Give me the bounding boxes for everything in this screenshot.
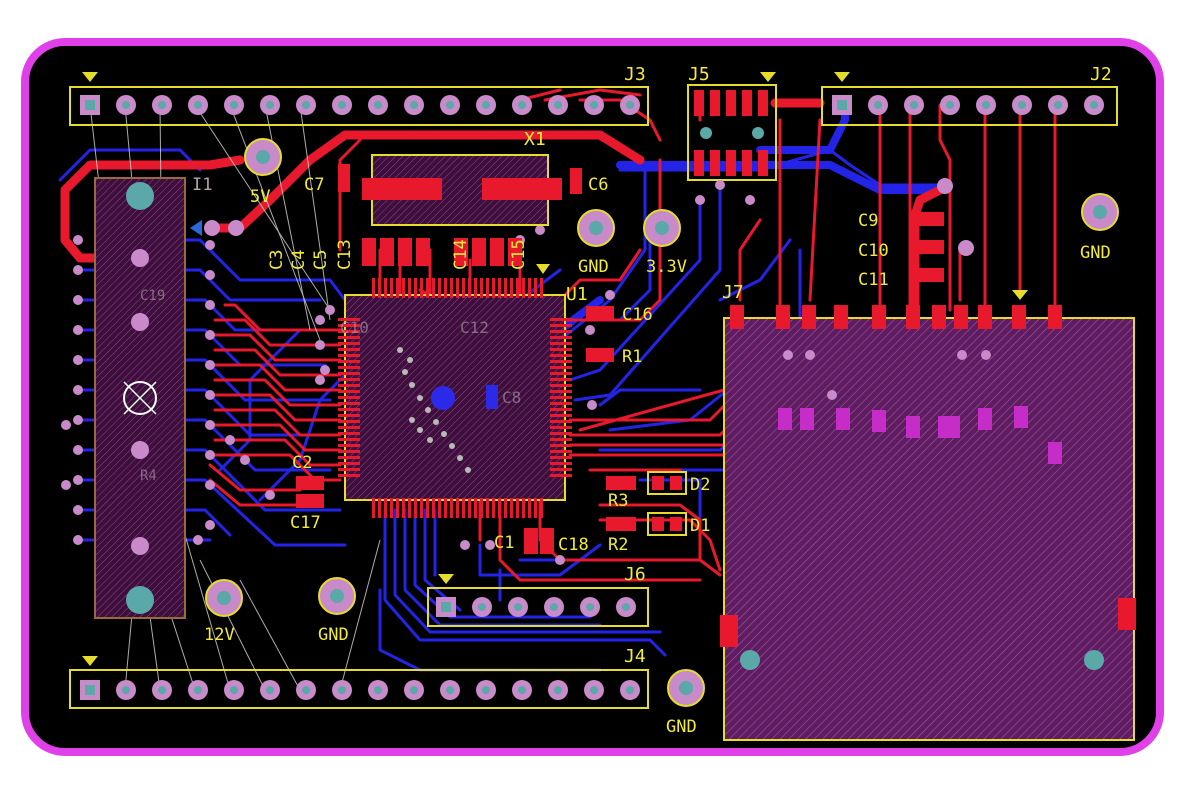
label-12v: 12V: [204, 625, 235, 645]
resistor-r3[interactable]: R3: [606, 476, 636, 511]
label-r2: R2: [608, 535, 628, 555]
label-i1: I1: [192, 175, 212, 195]
connector-j4[interactable]: J4: [69, 646, 649, 709]
led-d1[interactable]: D1: [647, 512, 710, 536]
cap-c9[interactable]: C9: [858, 211, 944, 231]
label-bottom-c12: C12: [460, 318, 489, 337]
label-bottom-c8: C8: [502, 388, 521, 407]
label-gnd-1: GND: [578, 257, 609, 277]
label-j7: J7: [722, 282, 744, 303]
label-bottom-c10: C10: [340, 318, 369, 337]
label-gnd-2: GND: [1080, 243, 1111, 263]
cap-c11[interactable]: C11: [858, 268, 944, 290]
label-u1: U1: [566, 284, 588, 305]
label-gnd-4: GND: [666, 717, 697, 737]
connector-j2[interactable]: J2: [821, 64, 1118, 126]
label-j5: J5: [688, 64, 710, 85]
label-d2: D2: [690, 475, 710, 495]
label-c9: C9: [858, 211, 878, 231]
testpoint-5v[interactable]: 5V: [244, 138, 282, 207]
connector-j6[interactable]: J6: [427, 564, 649, 627]
testpoint-3v3[interactable]: 3.3V: [643, 209, 687, 277]
mcu-u1[interactable]: U1: [338, 264, 588, 518]
crystal-x1[interactable]: X1: [362, 129, 562, 226]
label-c17: C17: [290, 513, 321, 533]
cap-row[interactable]: [362, 238, 522, 266]
label-j2: J2: [1090, 64, 1112, 85]
cap-c6[interactable]: C6: [570, 168, 608, 195]
cap-c7[interactable]: C7: [304, 164, 350, 195]
resistor-r1[interactable]: R1: [586, 347, 642, 367]
testpoint-gnd-4[interactable]: GND: [666, 669, 705, 737]
label-bottom-c19: C19: [140, 288, 165, 304]
label-j6: J6: [624, 564, 646, 585]
cap-c17[interactable]: C17: [290, 494, 324, 533]
label-5v: 5V: [250, 187, 270, 207]
cap-c18[interactable]: C18: [540, 528, 589, 555]
label-c13: C13: [335, 239, 355, 270]
cap-c1[interactable]: C1: [494, 528, 538, 554]
connector-j5[interactable]: J5: [687, 64, 777, 181]
label-c1: C1: [494, 533, 514, 553]
label-r1: R1: [622, 347, 642, 367]
label-gnd-3: GND: [318, 625, 349, 645]
label-c5: C5: [311, 250, 331, 270]
connector-j7[interactable]: J7: [720, 282, 1136, 741]
label-r3: R3: [608, 491, 628, 511]
label-bottom-r4: R4: [140, 468, 157, 484]
label-j3: J3: [624, 64, 646, 85]
label-c2: C2: [292, 453, 312, 473]
label-3v3: 3.3V: [646, 257, 687, 277]
label-d1: D1: [690, 516, 710, 536]
resistor-r2[interactable]: R2: [606, 517, 636, 555]
label-c15: C15: [509, 239, 529, 270]
label-c16: C16: [622, 305, 653, 325]
testpoint-gnd-2[interactable]: GND: [1080, 193, 1119, 263]
testpoint-12v[interactable]: 12V: [204, 579, 243, 645]
led-d2[interactable]: D2: [647, 471, 710, 495]
label-c4: C4: [289, 250, 309, 270]
label-c18: C18: [558, 535, 589, 555]
label-c7: C7: [304, 175, 324, 195]
label-c11: C11: [858, 270, 889, 290]
label-c3: C3: [267, 250, 287, 270]
testpoint-gnd-1[interactable]: GND: [577, 209, 615, 277]
label-c14: C14: [451, 239, 471, 270]
label-c6: C6: [588, 175, 608, 195]
cap-c2[interactable]: C2: [292, 453, 324, 490]
cap-c10[interactable]: C10: [858, 240, 944, 261]
label-j4: J4: [624, 646, 646, 667]
label-x1: X1: [524, 129, 546, 150]
testpoint-gnd-3[interactable]: GND: [318, 577, 356, 645]
label-c10: C10: [858, 241, 889, 261]
connector-j3[interactable]: J3: [69, 64, 649, 126]
cap-c16[interactable]: C16: [586, 305, 653, 325]
component-i1[interactable]: I1: [94, 175, 212, 619]
